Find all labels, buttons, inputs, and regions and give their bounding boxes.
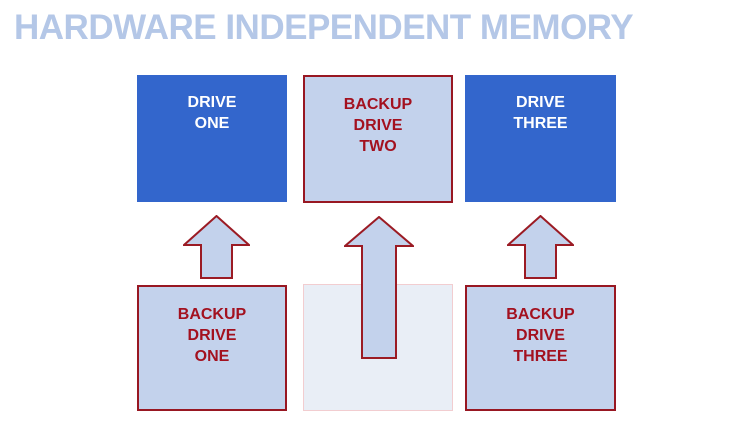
up-arrow-three <box>507 215 574 279</box>
box-drive-one-label: DRIVE ONE <box>187 94 237 132</box>
box-drive-one: DRIVE ONE <box>137 75 287 202</box>
box-backup-drive-three-label: BACKUP DRIVE THREE <box>506 306 575 365</box>
diagram-title: HARDWARE INDEPENDENT MEMORY <box>14 8 634 47</box>
up-arrow-two <box>344 216 414 359</box>
box-drive-three: DRIVE THREE <box>465 75 616 202</box>
box-drive-three-label: DRIVE THREE <box>513 94 568 132</box>
box-backup-drive-two: BACKUP DRIVE TWO <box>303 75 453 203</box>
box-backup-drive-three: BACKUP DRIVE THREE <box>465 285 616 411</box>
box-backup-drive-two-label: BACKUP DRIVE TWO <box>343 96 413 155</box>
box-backup-drive-one-label: BACKUP DRIVE ONE <box>177 306 247 365</box>
up-arrow-one <box>183 215 250 279</box>
box-backup-drive-one: BACKUP DRIVE ONE <box>137 285 287 411</box>
